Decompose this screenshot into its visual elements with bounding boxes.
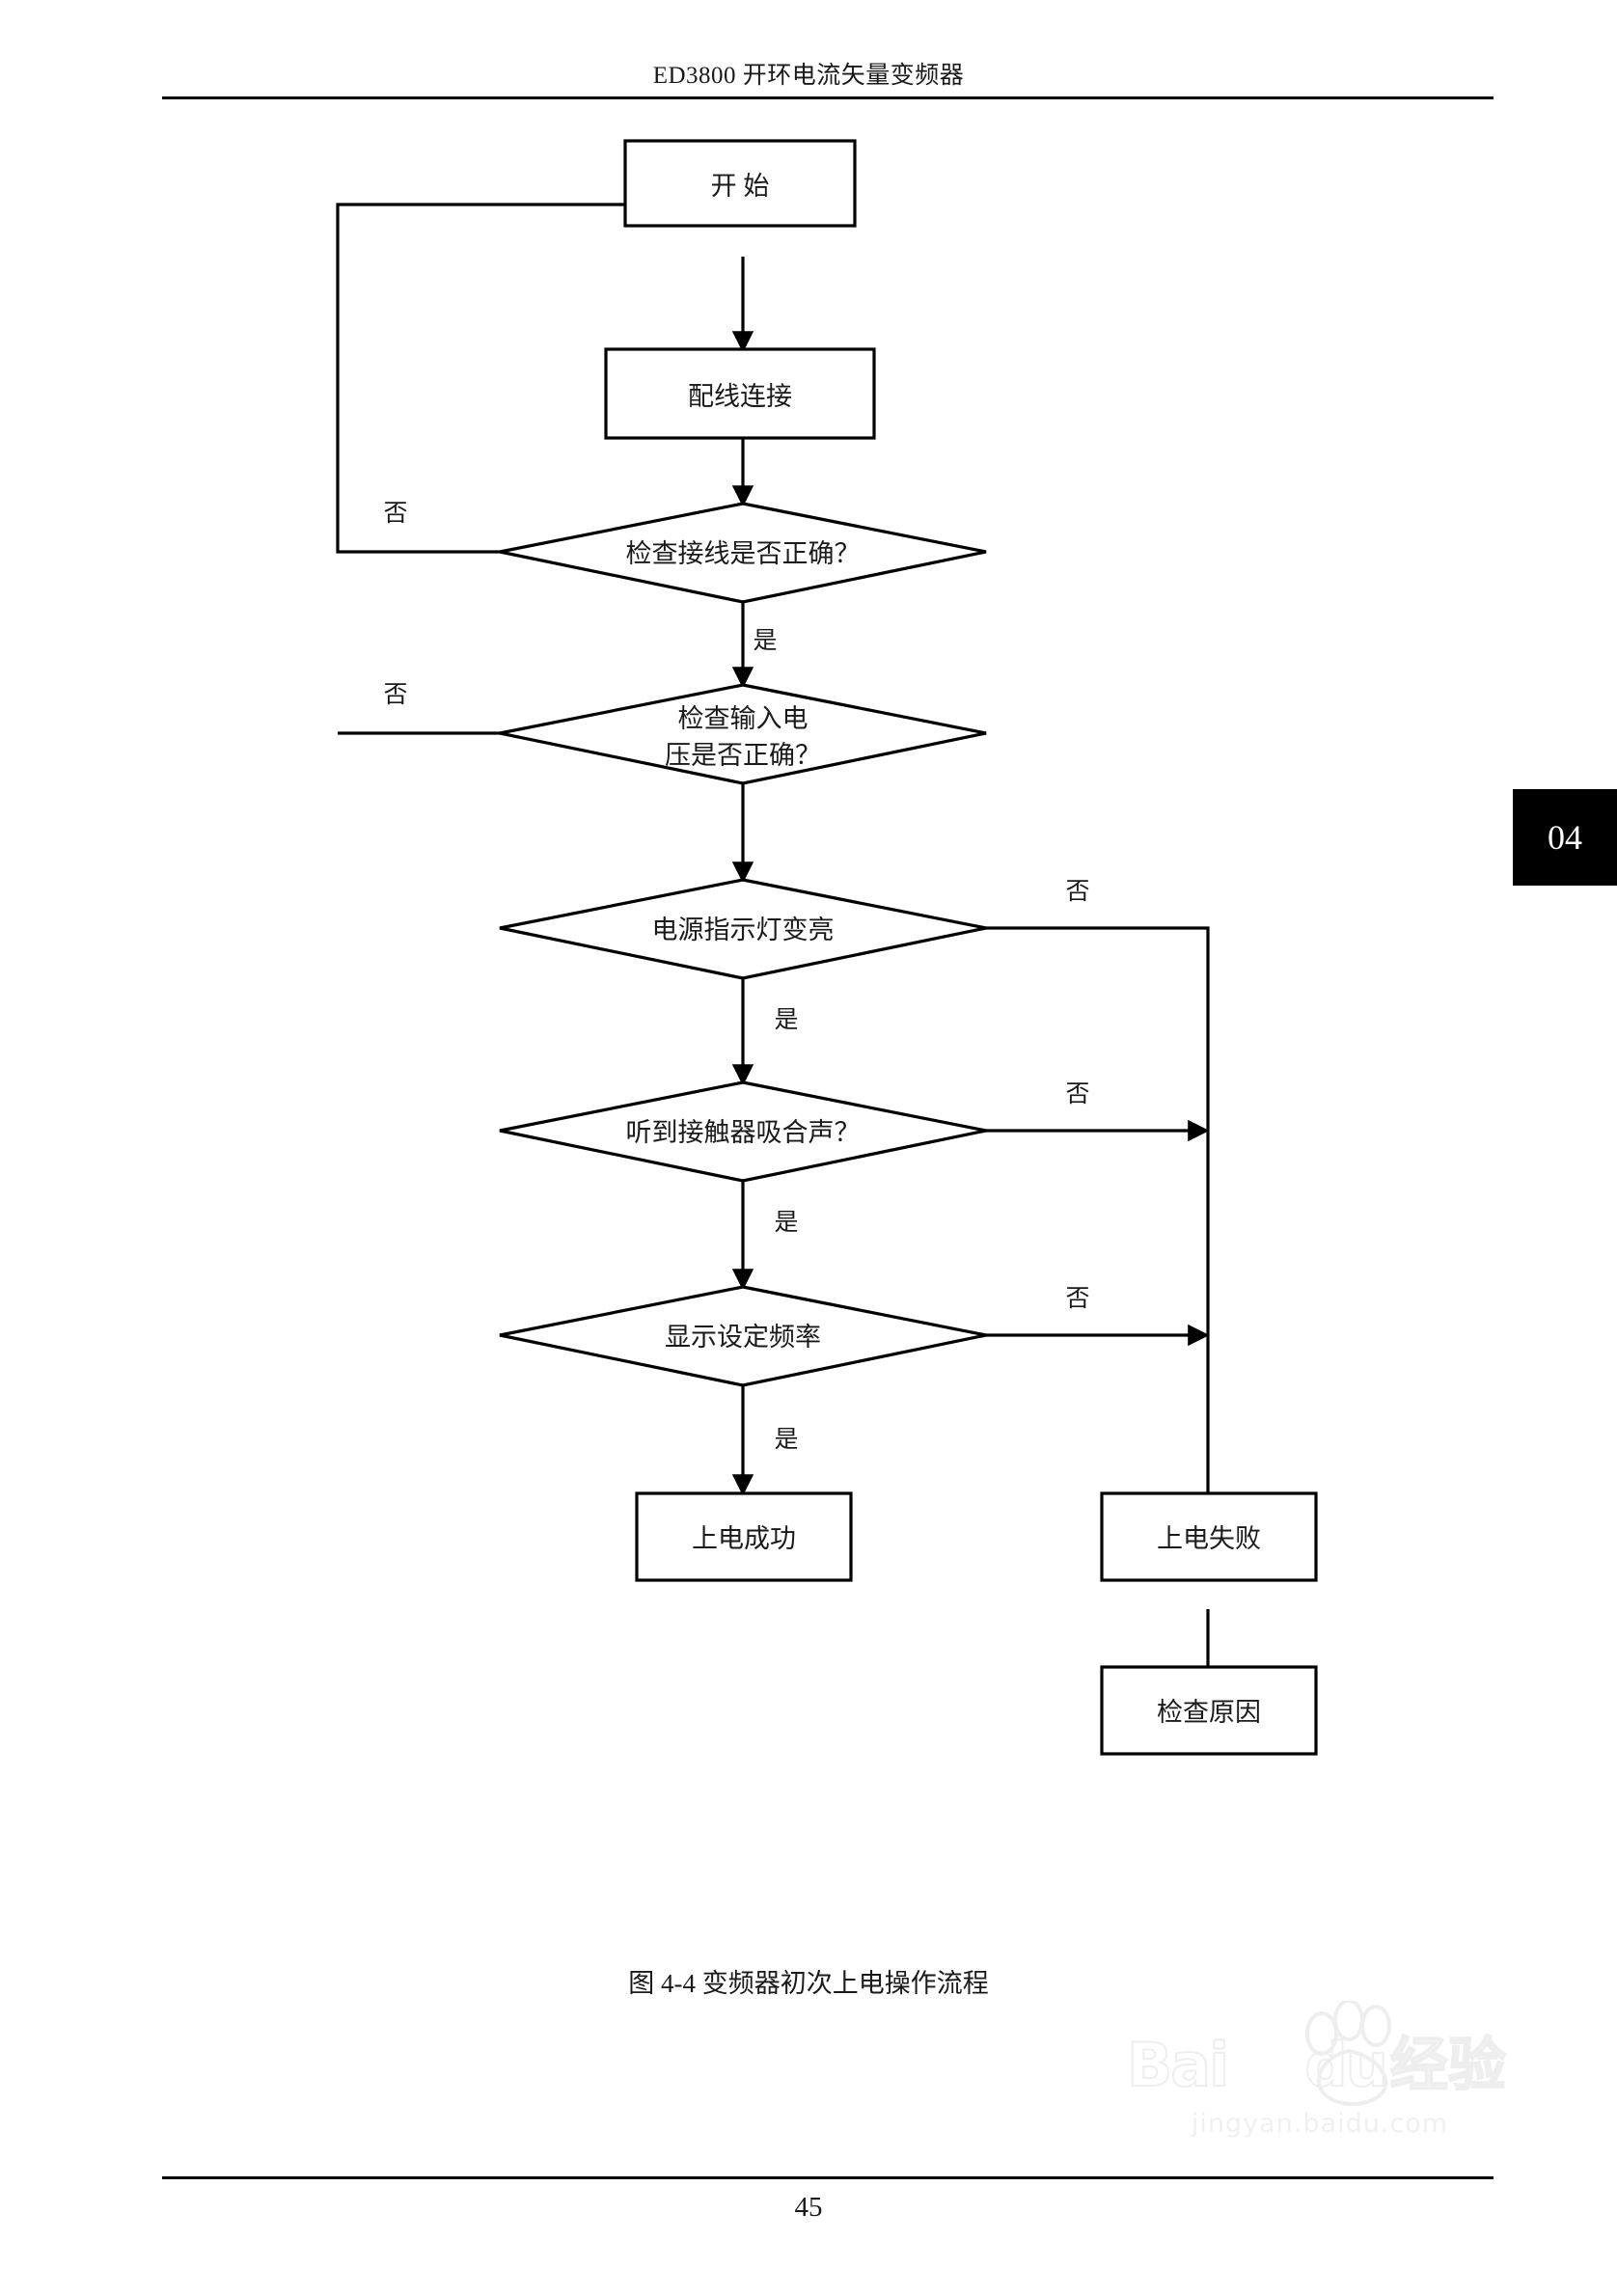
chapter-tab: 04 <box>1513 789 1617 886</box>
watermark-brand2: du <box>1303 2030 1389 2100</box>
node-decision-display-frequency-label: 显示设定频率 <box>665 1323 821 1352</box>
edge-label-d4-no: 否 <box>1065 1081 1089 1107</box>
node-decision-power-led: 电源指示灯变亮 <box>499 878 987 980</box>
edge-label-d1-yes: 是 <box>753 628 777 654</box>
watermark-brand-cn: 经验 <box>1389 2032 1507 2099</box>
edge-label-d3-no: 否 <box>1065 879 1089 905</box>
node-check-reason-label: 检查原因 <box>1157 1698 1261 1727</box>
edge-label-d3-yes: 是 <box>774 1007 798 1033</box>
node-check-reason: 检查原因 <box>1100 1665 1318 1756</box>
figure-caption: 图 4-4 变频器初次上电操作流程 <box>628 1969 989 1998</box>
node-power-on-success: 上电成功 <box>635 1491 853 1582</box>
node-decision-power-led-label: 电源指示灯变亮 <box>652 916 835 944</box>
node-wiring: 配线连接 <box>604 347 876 440</box>
edge-d3-no-to-fail <box>986 926 1210 1534</box>
footer-rule <box>162 2176 1494 2179</box>
node-decision-display-frequency: 显示设定频率 <box>499 1285 987 1387</box>
header-rule <box>162 96 1494 99</box>
node-decision-contactor-sound: 听到接触器吸合声？ <box>499 1080 987 1183</box>
edge-label-d2-no: 否 <box>383 682 407 708</box>
watermark-url: jingyan.baidu.com <box>1191 2109 1449 2139</box>
paw-print-icon <box>1305 2001 1391 2106</box>
node-decision-voltage-correct-label-line1: 检查输入电 <box>678 704 808 733</box>
flowchart-svg: 开 始 配线连接 检查接线是否正确？ 检查输入电 压是否正确？ 电 <box>336 139 1318 1756</box>
watermark-brand: Bai <box>1126 2030 1230 2100</box>
edge-label-d4-yes: 是 <box>774 1210 798 1236</box>
node-wiring-label: 配线连接 <box>688 382 792 411</box>
edge-label-d5-no: 否 <box>1065 1286 1089 1312</box>
edge-label-d5-yes: 是 <box>774 1427 798 1453</box>
node-decision-wiring-correct-label: 检查接线是否正确？ <box>626 539 861 568</box>
node-start: 开 始 <box>623 139 857 228</box>
node-start-label: 开 始 <box>711 172 770 201</box>
node-power-on-fail: 上电失败 <box>1100 1491 1318 1582</box>
node-power-on-fail-label: 上电失败 <box>1157 1524 1261 1553</box>
node-decision-wiring-correct: 检查接线是否正确？ <box>499 502 987 604</box>
flowchart: 开 始 配线连接 检查接线是否正确？ 检查输入电 压是否正确？ 电 <box>0 116 1617 1852</box>
node-decision-voltage-correct: 检查输入电 压是否正确？ <box>499 683 987 785</box>
baidu-watermark: Bai du 经验 jingyan.baidu.com <box>1126 2001 1513 2200</box>
edge-label-d1-no: 否 <box>383 501 407 527</box>
page-header-title: ED3800 开环电流矢量变频器 <box>652 63 965 89</box>
edge-d1-no-loopback <box>336 193 725 554</box>
node-decision-voltage-correct-label-line2: 压是否正确？ <box>665 741 821 770</box>
node-power-on-success-label: 上电成功 <box>692 1524 796 1553</box>
node-decision-contactor-sound-label: 听到接触器吸合声？ <box>626 1118 861 1147</box>
page-number: 45 <box>794 2192 823 2223</box>
